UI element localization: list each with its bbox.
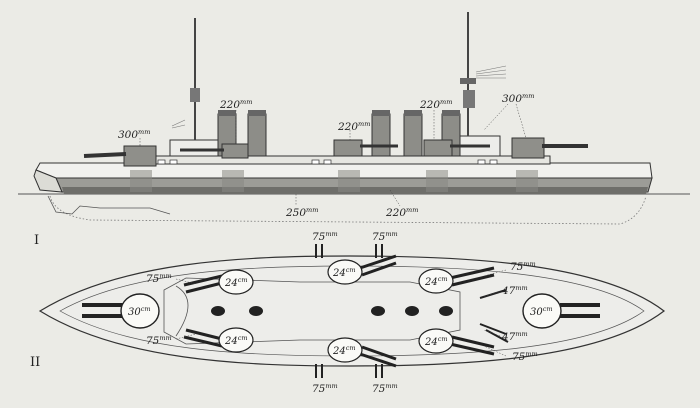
- side-leaders: [139, 103, 527, 207]
- plan-hull-inner: [59, 265, 645, 357]
- funnel-4: [403, 113, 423, 157]
- plan-leaders: [175, 269, 507, 357]
- label-belt-end: 220mm: [385, 206, 418, 219]
- turret-wing-aft-port: 24cm: [418, 266, 495, 294]
- gun-label-top-1: 75mm: [312, 230, 338, 243]
- svg-text:24cm: 24cm: [224, 334, 248, 347]
- gun-label-bottom-2: 75mm: [372, 382, 398, 395]
- turret-fwd-main: 30cm: [82, 293, 160, 329]
- funnel-1-cap: [218, 110, 236, 116]
- casemate-5: [516, 170, 538, 192]
- small-guns: [315, 244, 509, 378]
- gun-label-right-2: 47mm: [501, 284, 528, 297]
- plan-bridge-arc: [175, 285, 189, 337]
- svg-text:30cm: 30cm: [530, 305, 553, 318]
- funnel-3: [371, 113, 391, 157]
- plan-view-numeral: II: [30, 355, 40, 370]
- turret-wing-aft-stbd: 24cm: [418, 328, 495, 356]
- funnel-3-cap: [372, 110, 390, 116]
- turret-wing-fwd-port: 24cm: [183, 269, 254, 295]
- searchlight-rays: [475, 65, 507, 79]
- gun-label-left-2: 75mm: [146, 334, 172, 347]
- label-belt-main: 250mm: [285, 206, 318, 219]
- svg-text:24cm: 24cm: [224, 276, 248, 289]
- fwd-main-gun: [83, 152, 127, 158]
- gun-label-right-1: 75mm: [510, 260, 536, 273]
- side-elevation: 300mm 220mm 220mm 220mm 300mm 250mm 220m…: [18, 12, 690, 248]
- plan-view: 30cm 30cm 24cm 24cm 24cm: [30, 230, 665, 395]
- ram-bow: [47, 195, 171, 215]
- funnel-2-cap: [248, 110, 266, 116]
- searchlight-rays-fwd: [171, 119, 186, 129]
- casemate-3: [338, 170, 360, 192]
- casemate-1: [130, 170, 152, 192]
- side-view-numeral: I: [34, 233, 39, 248]
- mainmast-platform: [463, 90, 475, 108]
- casemate-4: [426, 170, 448, 192]
- turret-wing-fwd-stbd: 24cm: [183, 327, 254, 353]
- turret-wing-mid-stbd: 24cm: [327, 337, 397, 368]
- gun-label-top-2: 75mm: [372, 230, 398, 243]
- svg-text:24cm: 24cm: [332, 344, 356, 357]
- label-sec-3: 220mm: [419, 98, 452, 111]
- label-sec-1: 220mm: [219, 98, 252, 111]
- turret-aft-main: 30cm: [522, 293, 600, 329]
- svg-text:24cm: 24cm: [424, 275, 448, 288]
- svg-text:24cm: 24cm: [332, 266, 356, 279]
- label-aft-main: 300mm: [502, 92, 534, 105]
- gun-label-right-3: 47mm: [501, 330, 528, 343]
- foremast-top: [190, 88, 200, 102]
- aft-main-turret: [511, 137, 545, 159]
- sec-turret-1: [221, 143, 249, 159]
- funnel-2: [247, 113, 267, 157]
- funnel-5-cap: [442, 110, 460, 116]
- plan-superstructure: [163, 277, 461, 345]
- gun-label-right-4: 75mm: [512, 350, 538, 363]
- casemate-2: [222, 170, 244, 192]
- funnel-4-cap: [404, 110, 422, 116]
- fwd-main-turret: [123, 145, 157, 167]
- gun-label-bottom-1: 75mm: [312, 382, 338, 395]
- turret-wing-mid-port: 24cm: [327, 254, 397, 285]
- bow: [33, 169, 63, 193]
- mainmast-top: [460, 78, 476, 84]
- label-sec-2: 220mm: [337, 120, 370, 133]
- gun-label-left-1: 75mm: [146, 272, 172, 285]
- svg-text:24cm: 24cm: [424, 335, 448, 348]
- plan-funnels: [211, 306, 453, 316]
- sec-turret-2: [333, 139, 363, 157]
- underwater-hull-outline: [49, 195, 647, 225]
- forward-bridge: [169, 139, 219, 157]
- gun-ports: [157, 159, 498, 165]
- sec-turret-3: [423, 139, 453, 157]
- svg-text:30cm: 30cm: [128, 305, 151, 318]
- label-fwd-main: 300mm: [118, 128, 150, 141]
